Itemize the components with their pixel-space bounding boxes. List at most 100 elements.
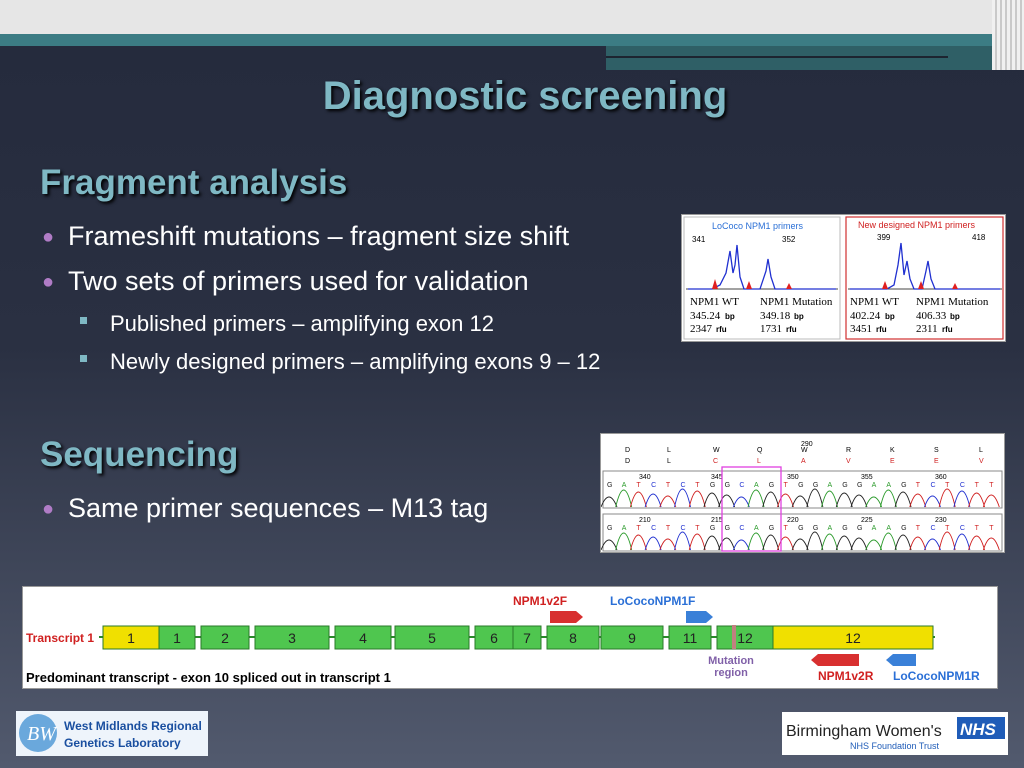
base-call-label: A: [828, 525, 833, 532]
sequence-position-label: 340: [639, 474, 651, 481]
base-call-label: G: [769, 482, 774, 489]
trace-peak: [909, 493, 927, 508]
primer-npm1v2r: NPM1v2R: [811, 654, 874, 683]
base-call-label: G: [769, 525, 774, 532]
base-call-label: G: [798, 482, 803, 489]
base-call-label: A: [886, 525, 891, 532]
bullet-text: Two sets of primers used for validation: [68, 266, 529, 296]
header-accent-bar: [0, 34, 1024, 46]
svg-text:2311: 2311: [916, 323, 938, 335]
amino-acid-bottom-label: L: [757, 458, 761, 465]
base-call-label: T: [989, 482, 994, 489]
bullet-dot-icon: ●: [42, 498, 55, 520]
base-call-label: C: [681, 482, 686, 489]
trace-peak: [777, 493, 794, 508]
base-call-label: C: [651, 525, 656, 532]
trace-peak: [791, 495, 809, 508]
trace-peak: [894, 491, 912, 508]
transcript-caption: Predominant transcript - exon 10 spliced…: [26, 670, 391, 685]
trace-peak: [777, 536, 794, 551]
exon-box: [394, 625, 470, 650]
amino-acid-bottom-label: E: [934, 458, 939, 465]
exon-number: 1: [127, 630, 135, 646]
trace-peak: [674, 488, 691, 508]
exon-box: [668, 625, 712, 650]
trace-peak: [865, 539, 883, 551]
svg-text:NPM1v2R: NPM1v2R: [818, 669, 874, 683]
trace-peak: [924, 495, 941, 508]
base-call-label: A: [622, 482, 627, 489]
trace-peak: [659, 538, 677, 551]
primer-lococonpm1f: LoCocoNPM1F: [610, 594, 713, 623]
svg-text:3451: 3451: [850, 323, 872, 335]
amino-acid-top-label: D: [625, 447, 630, 454]
base-call-label: T: [636, 525, 641, 532]
trace-peak: [791, 538, 809, 551]
amino-acid-top-label: Q: [757, 447, 763, 454]
trace-peak: [894, 534, 912, 551]
base-call-label: T: [975, 482, 980, 489]
base-call-label: G: [813, 525, 818, 532]
sequence-position-label: 220: [787, 517, 799, 524]
svg-text:bp: bp: [950, 312, 960, 321]
amino-acid-top-label: W: [801, 447, 808, 454]
base-call-label: T: [783, 482, 788, 489]
trace-peak: [718, 537, 736, 551]
svg-text:402.24: 402.24: [850, 310, 881, 322]
trace-peak: [703, 492, 721, 508]
trace-peak: [982, 537, 1000, 551]
amino-acid-bottom-label: V: [979, 458, 984, 465]
exon-box: [254, 625, 330, 650]
base-call-label: A: [828, 482, 833, 489]
svg-text:bp: bp: [885, 312, 895, 321]
trace-peak: [688, 533, 706, 551]
exon-number: 12: [845, 630, 861, 646]
amino-acid-bottom-label: V: [846, 458, 851, 465]
base-call-label: T: [666, 482, 671, 489]
base-call-label: G: [710, 525, 715, 532]
sequence-position-label: 225: [861, 517, 873, 524]
trace-peak: [909, 536, 927, 551]
svg-text:bp: bp: [794, 312, 804, 321]
svg-text:NHS: NHS: [960, 720, 997, 739]
header-rule: [606, 56, 948, 58]
trace-peak: [806, 531, 824, 551]
svg-text:352: 352: [782, 235, 796, 244]
exon-box: [772, 625, 934, 650]
left-trace-panel: LoCoco NPM1 primers 341 352 NPM1 WT NPM1…: [683, 216, 841, 340]
trace-peak: [953, 533, 971, 551]
svg-text:West Midlands Regional: West Midlands Regional: [64, 719, 202, 733]
amino-acid-bottom-label: L: [667, 458, 671, 465]
trace-peak: [747, 532, 765, 551]
svg-text:LoCocoNPM1R: LoCocoNPM1R: [893, 669, 980, 683]
base-call-label: G: [857, 525, 862, 532]
trace-peak: [938, 488, 956, 508]
exon-box: [600, 625, 664, 650]
trace-peak: [615, 532, 633, 551]
trace-peak: [762, 491, 780, 508]
svg-text:Birmingham Women's: Birmingham Women's: [786, 723, 942, 740]
base-call-label: T: [695, 482, 700, 489]
base-call-label: A: [872, 482, 877, 489]
svg-text:NPM1 WT: NPM1 WT: [850, 296, 899, 308]
bw-initials-icon: BW: [27, 723, 58, 745]
base-call-label: T: [666, 525, 671, 532]
base-call-label: G: [725, 525, 730, 532]
sequencing-heading: Sequencing: [40, 435, 239, 474]
exon-number: 2: [221, 630, 229, 646]
exon-number: 4: [359, 630, 367, 646]
svg-text:rfu: rfu: [716, 325, 727, 334]
trace-peak: [835, 535, 853, 551]
trace-peak: [982, 494, 1000, 508]
exon-number: 1: [173, 630, 181, 646]
base-call-label: A: [754, 482, 759, 489]
base-call-label: T: [916, 482, 921, 489]
svg-text:NPM1 WT: NPM1 WT: [690, 296, 739, 308]
exon-number: 8: [569, 630, 577, 646]
svg-text:NHS Foundation Trust: NHS Foundation Trust: [850, 741, 940, 751]
svg-text:406.33: 406.33: [916, 310, 947, 322]
exon-box: [200, 625, 250, 650]
